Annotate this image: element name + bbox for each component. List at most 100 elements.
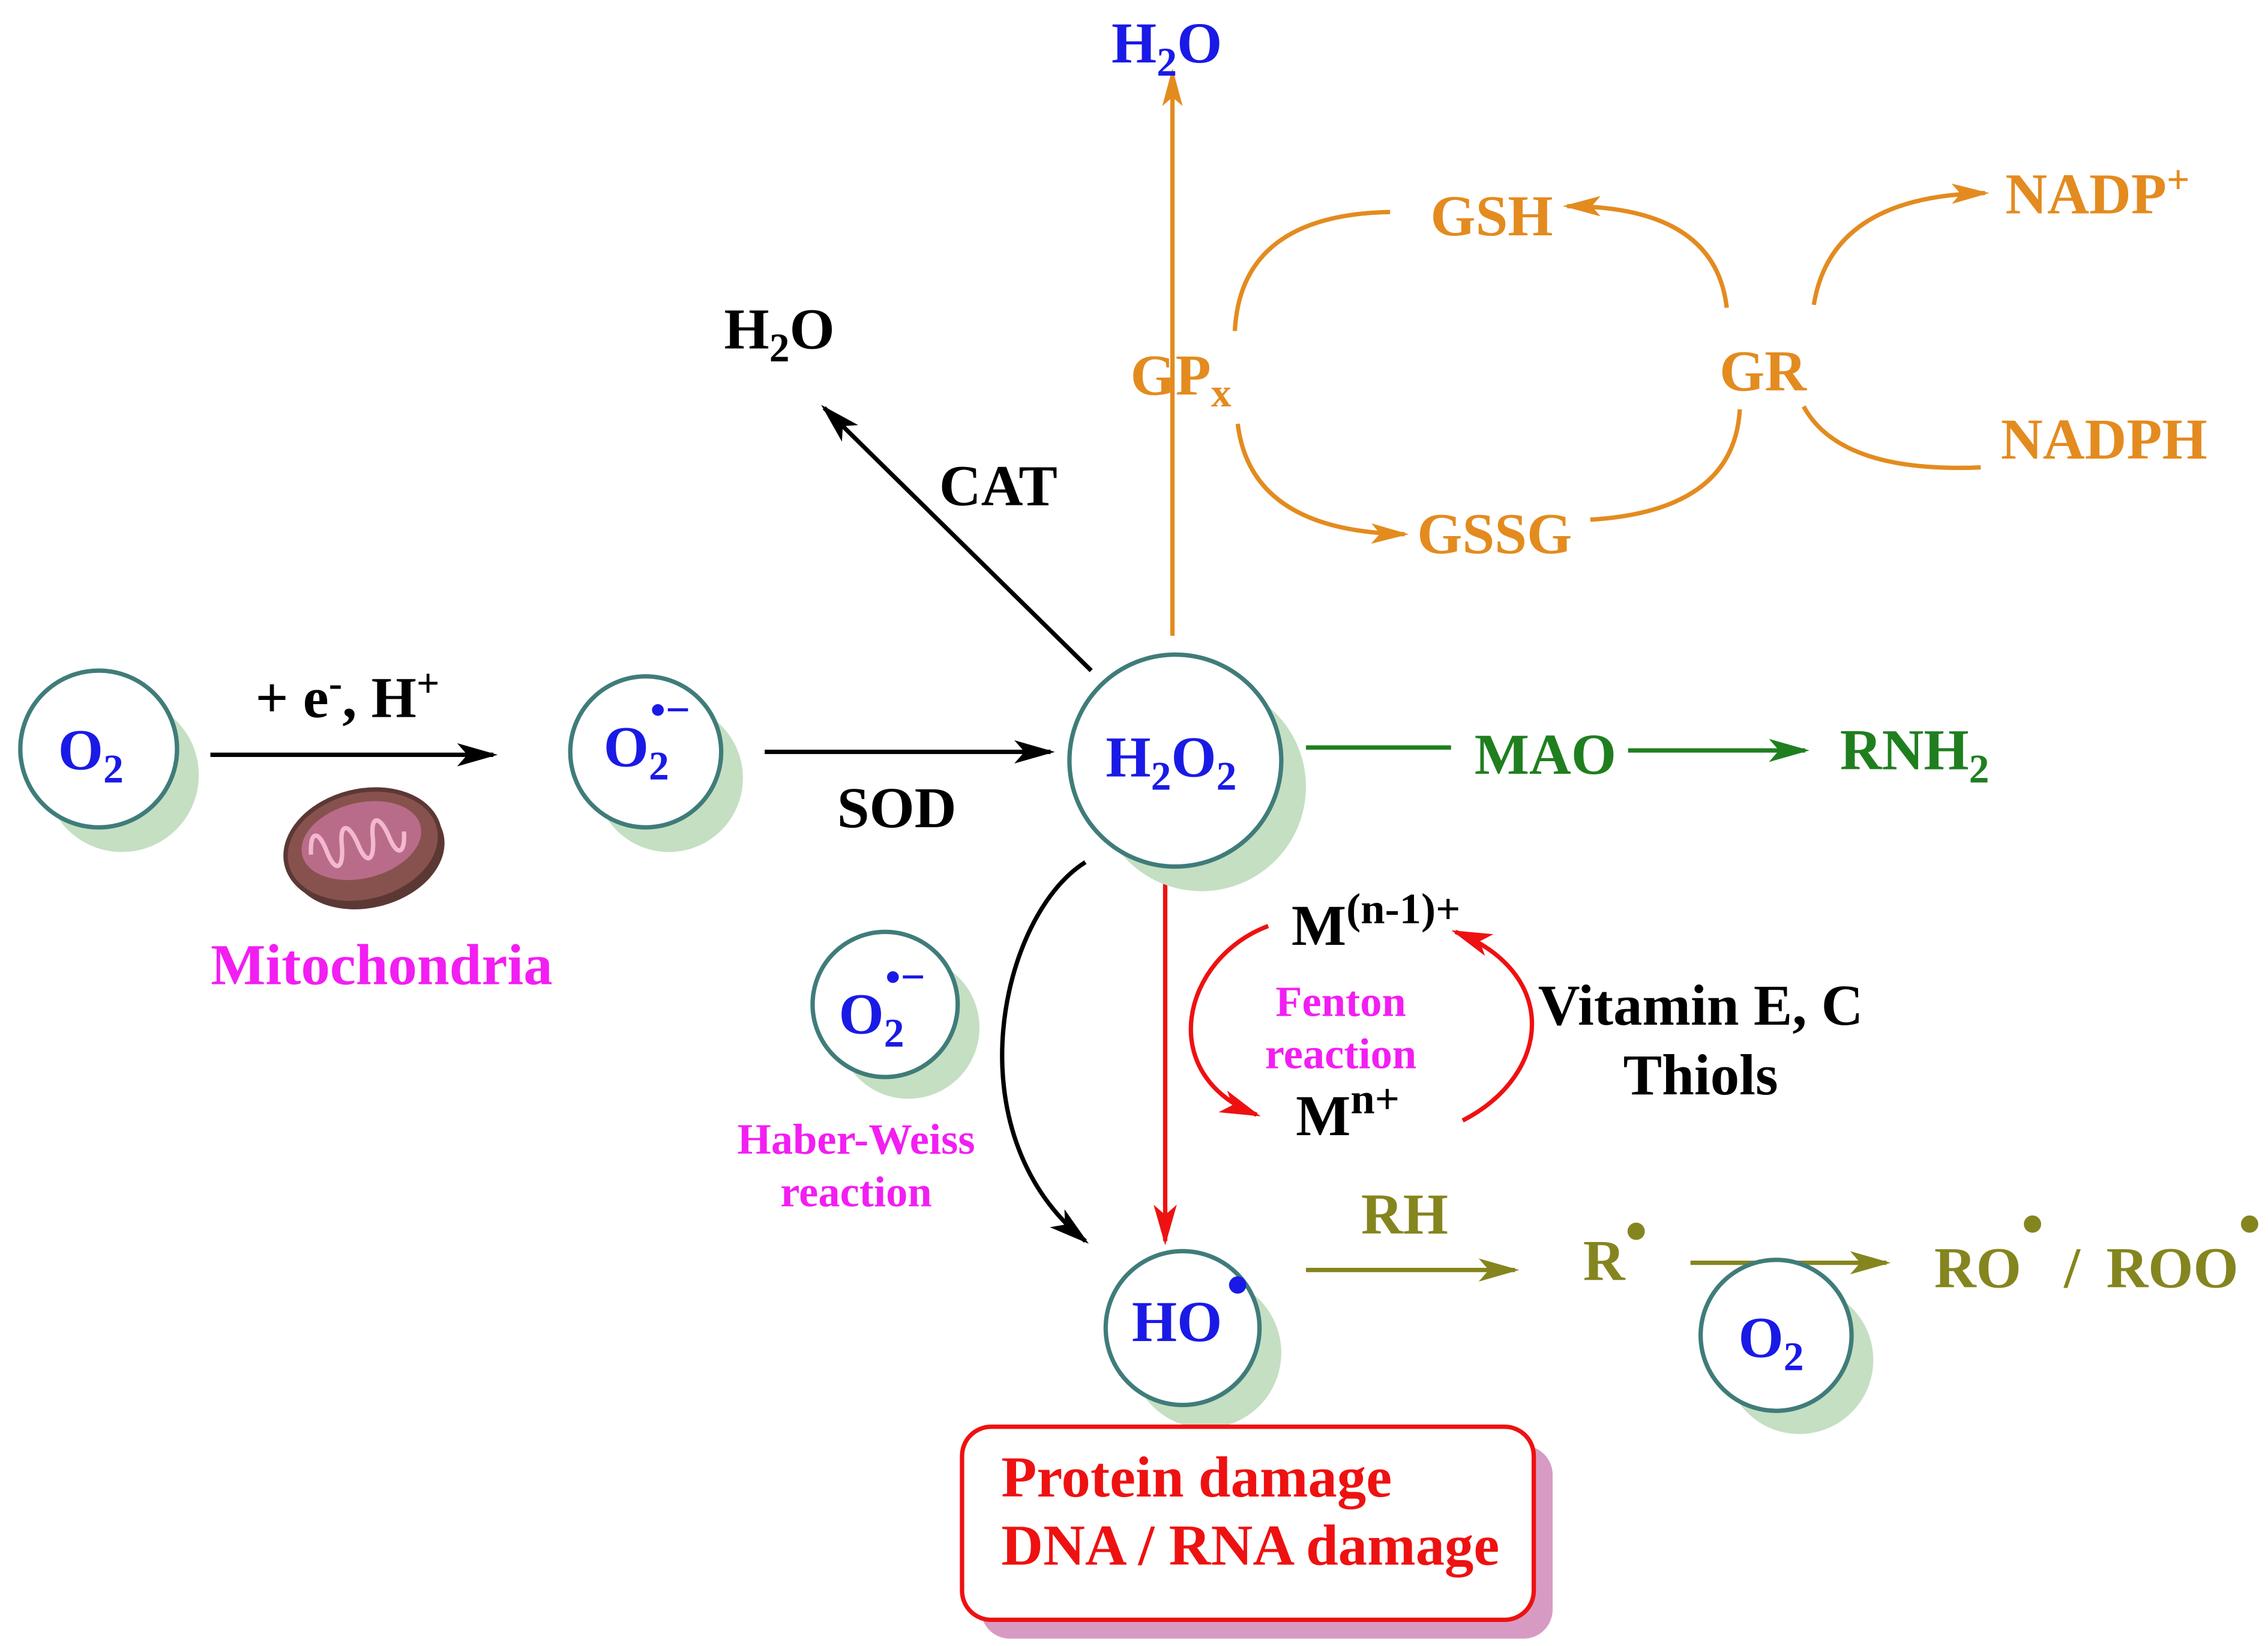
gssg-label: GSSG: [1417, 501, 1572, 565]
mitochondrion-cristae: [308, 818, 406, 869]
top-water-h: H: [1111, 11, 1157, 75]
superoxide-hw-subscript: 2: [884, 1010, 904, 1055]
gpx-subscript: x: [1211, 370, 1232, 415]
superoxide-radical-charge: •−: [650, 686, 690, 734]
node-circle: [568, 674, 724, 830]
reduction-step-label: + e-, H+: [256, 661, 440, 730]
hp-subscript-1: 2: [1151, 753, 1172, 798]
antioxidants-line-2: Thiols: [1623, 1043, 1778, 1107]
hp-h: H: [1105, 725, 1151, 789]
node-circle: [18, 668, 179, 830]
cat-water-subscript: 2: [769, 325, 790, 370]
hp-subscript-2: 2: [1217, 753, 1237, 798]
gpx-to-gsh-arc: [1232, 210, 1391, 331]
cat-water-label: H2O: [724, 297, 834, 370]
nadp-text: NADP: [2005, 162, 2167, 226]
damage-box-frame: [960, 1424, 1536, 1622]
superoxide-label: O2 •−: [604, 686, 690, 789]
superoxide-symbol: O: [604, 715, 649, 779]
hydroxyl-radical-node: HO•: [1103, 1249, 1281, 1429]
hydroxyl-label: HO•: [1132, 1250, 1249, 1354]
metal-regeneration-arc: [1451, 929, 1534, 1123]
fenton-line-1: Fenton: [1275, 977, 1406, 1026]
superoxide-hw-radical-charge: •−: [885, 952, 925, 1001]
damage-line-1: Protein damage: [1001, 1445, 1392, 1509]
gsh-label: GSH: [1430, 184, 1553, 248]
metal-oxidized-label: M(n-1)+: [1292, 884, 1461, 957]
oxygen-lipid-subscript: 2: [1784, 1334, 1804, 1379]
sod-label: SOD: [837, 776, 957, 840]
oxygen-start-subscript: 2: [103, 746, 124, 791]
radical-separator: /: [2063, 1236, 2081, 1300]
haber-weiss-arrow: [1000, 860, 1089, 1244]
antioxidants-line-1: Vitamin E, C: [1538, 973, 1863, 1037]
rnh2-label: RNH2: [1840, 718, 1990, 792]
node-circle: [1698, 1258, 1854, 1413]
alkyl-radical-label: R•: [1583, 1196, 1647, 1293]
hydroxyl-radical-dot: •: [1227, 1250, 1249, 1321]
alkoxyl-radical-dot: •: [2021, 1189, 2044, 1260]
fenton-oxidation-arc: [1188, 924, 1269, 1117]
alkyl-radical-symbol: R: [1583, 1229, 1626, 1293]
node-circle: [1067, 652, 1284, 869]
gssg-to-gr-arc: [1590, 409, 1742, 522]
superoxide-subscript: 2: [649, 743, 669, 788]
reduction-electron-charge: -: [329, 661, 343, 706]
nadp-label: NADP+: [2005, 157, 2189, 226]
nadph-to-gr-arc: [1802, 405, 1981, 470]
oxygen-lipid-node: O2: [1698, 1258, 1874, 1434]
cat-water-o: O: [790, 297, 835, 361]
rnh2-subscript: 2: [1969, 746, 1990, 791]
oxygen-start-node: O2: [18, 668, 199, 852]
oxygen-start-symbol: O: [58, 718, 103, 782]
peroxyl-symbol: ROO: [2106, 1236, 2238, 1300]
hydrogen-peroxide-node: H2O2: [1067, 652, 1307, 891]
damage-line-2: DNA / RNA damage: [1001, 1513, 1499, 1577]
alkyl-radical-dot: •: [1625, 1196, 1647, 1267]
haber-weiss-line-2: reaction: [780, 1167, 931, 1216]
reduction-proton: , H: [342, 666, 417, 730]
superoxide-haber-weiss-node: O2•−: [810, 929, 980, 1099]
metal-reduced-label: Mn+: [1296, 1075, 1400, 1148]
cat-arrow: [821, 405, 1093, 672]
fenton-line-2: reaction: [1265, 1030, 1416, 1078]
peroxyl-radicals-label: RO•/ROO•: [1934, 1189, 2261, 1300]
top-water-subscript: 2: [1157, 40, 1177, 85]
gpx-label: GPx: [1130, 343, 1231, 415]
hydrogen-peroxide-label: H2O2: [1105, 725, 1236, 799]
alkoxyl-symbol: RO: [1934, 1236, 2021, 1300]
superoxide-hw-label: O2•−: [838, 952, 925, 1055]
mao-label: MAO: [1475, 722, 1616, 786]
rh-label: RH: [1361, 1182, 1448, 1246]
oxygen-lipid-label: O2: [1739, 1306, 1804, 1379]
top-water-label: H2O: [1111, 11, 1222, 85]
mitochondrion-icon: [283, 787, 445, 909]
mitochondria-label: Mitochondria: [211, 932, 552, 996]
metal-oxidized-symbol: M: [1292, 893, 1346, 957]
metal-reduced-symbol: M: [1296, 1084, 1350, 1148]
cat-label: CAT: [939, 454, 1057, 518]
reduction-proton-charge: +: [417, 661, 440, 706]
hp-o: O: [1171, 725, 1216, 789]
oxygen-lipid-symbol: O: [1739, 1306, 1784, 1370]
damage-box: Protein damage DNA / RNA damage: [960, 1424, 1553, 1639]
gpx-text: GP: [1130, 343, 1211, 408]
hydroxyl-symbol: HO: [1132, 1289, 1222, 1354]
peroxyl-radical-dot: •: [2239, 1189, 2261, 1260]
metal-oxidized-charge: (n-1)+: [1346, 884, 1460, 933]
node-circle: [810, 929, 960, 1079]
node-circle: [1103, 1249, 1262, 1408]
oxygen-start-label: O2: [58, 718, 124, 792]
gr-to-gsh-arrow: [1562, 196, 1729, 309]
haber-weiss-line-1: Haber-Weiss: [737, 1115, 975, 1163]
metal-reduced-charge: n+: [1350, 1075, 1400, 1123]
gr-to-nadp-arrow: [1811, 183, 1990, 306]
gr-label: GR: [1719, 339, 1807, 403]
reduction-electron: + e: [256, 666, 329, 730]
rnh2-text: RNH: [1840, 718, 1969, 782]
superoxide-node: O2 •−: [568, 674, 743, 852]
nadph-label: NADPH: [2001, 407, 2207, 471]
cat-water-h: H: [724, 297, 769, 361]
top-water-o: O: [1177, 11, 1222, 75]
